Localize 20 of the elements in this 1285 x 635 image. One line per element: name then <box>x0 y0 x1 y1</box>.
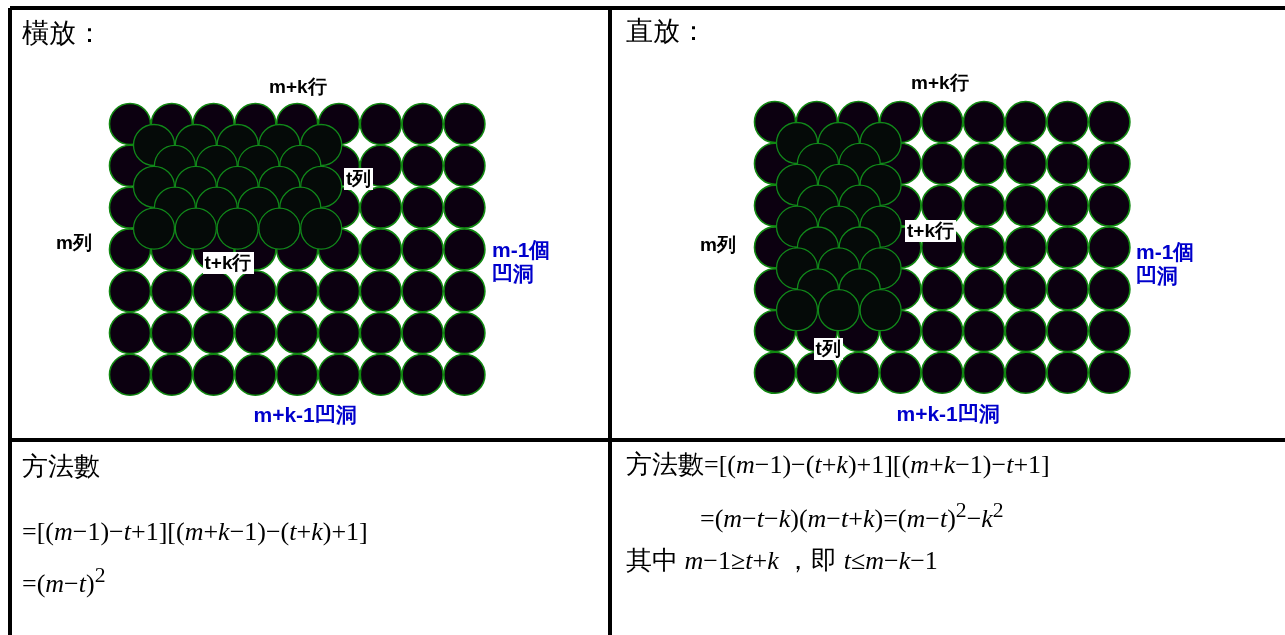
hole-count-label: m+k-1凹洞 <box>253 403 357 428</box>
grid-label: m列 <box>700 234 736 256</box>
formula-text: 方法數 <box>22 452 100 482</box>
formula-text: =(m−t−k)(m−t+k)=(m−t)$^{2}$−k$^{2}$ <box>700 498 1004 534</box>
grid-label: t列 <box>344 168 374 190</box>
grid-label: m+k行 <box>911 72 969 94</box>
formula-text: =(m−t)$^{2}$ <box>22 563 106 599</box>
grid-label: t列 <box>813 338 843 360</box>
formula-text: =[(m−1)−t+1][(m+k−1)−(t+k)+1] <box>22 517 368 547</box>
hole-count-label: m-1個凹洞 <box>492 238 552 287</box>
formula-text: 其中 m−1≥t+k ，即 t≤m−k−1 <box>626 546 938 576</box>
grid-label: t+k行 <box>202 252 254 274</box>
grid-label: m列 <box>56 232 92 254</box>
grid-label: m+k行 <box>269 76 327 98</box>
heading: 橫放： <box>22 18 103 50</box>
formula-text: 方法數=[(m−1)−(t+k)+1][(m+k−1)−t+1] <box>626 450 1050 480</box>
hole-count-label: m+k-1凹洞 <box>896 402 1000 427</box>
grid-label: t+k行 <box>905 220 956 242</box>
hole-count-label: m-1個凹洞 <box>1136 240 1196 289</box>
heading: 直放： <box>626 16 707 48</box>
